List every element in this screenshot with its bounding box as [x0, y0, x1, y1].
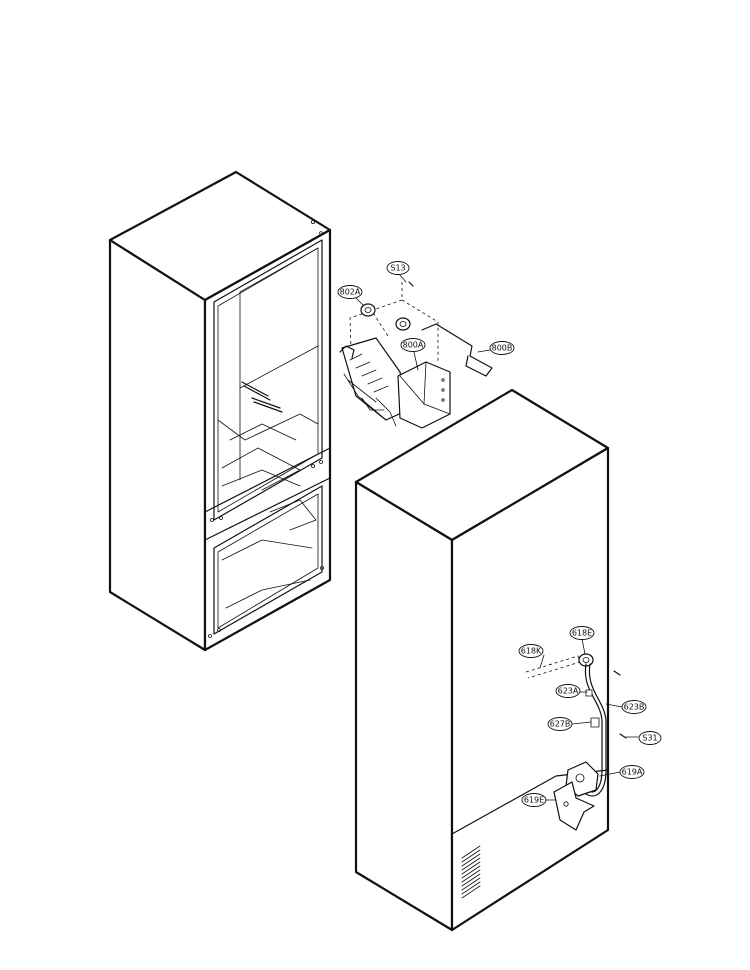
callout-label: 618K	[521, 647, 542, 656]
callout-label: S31	[642, 734, 657, 743]
callout-623a: 623A	[555, 684, 581, 698]
part-callouts: S13 802A 800A 800B 618E 618K 623A 623B	[337, 261, 662, 807]
callout-label: 623A	[558, 687, 579, 696]
refrigerator-cabinet-rear	[354, 388, 610, 932]
ice-maker-control-box	[397, 361, 451, 429]
shelf-rail	[241, 381, 271, 401]
callout-s13: S13	[386, 261, 410, 275]
callout-label: S13	[390, 264, 405, 273]
callout-800b: 800B	[489, 341, 515, 355]
callout-label: 623B	[624, 703, 645, 712]
screw-s31	[619, 733, 627, 739]
cabinet-front-frame	[203, 228, 332, 652]
callout-623b: 623B	[621, 700, 647, 714]
callout-618e: 618E	[569, 626, 595, 640]
callout-619a: 619A	[619, 765, 645, 779]
refrigerator-cabinet-front	[108, 170, 332, 652]
water-tube-623b	[584, 663, 603, 793]
cabinet-left-side	[108, 238, 207, 652]
clamp-623a	[585, 689, 593, 697]
screw-s13	[408, 281, 414, 287]
cabinet-mullion	[204, 447, 331, 541]
grommet-802a-second	[395, 317, 411, 331]
callout-800a: 800A	[400, 338, 426, 352]
valve-bracket-619e	[553, 781, 595, 831]
freezer-compartment-opening	[213, 485, 323, 635]
ice-maker-assembly	[339, 281, 493, 429]
callout-label: 802A	[340, 288, 361, 297]
callout-s31: S31	[638, 731, 662, 745]
frame-screw-holes	[208, 219, 324, 638]
side-vent-grille	[461, 845, 481, 899]
water-line-assembly	[525, 653, 627, 831]
callout-627b: 627B	[547, 717, 573, 731]
callout-802a: 802A	[337, 285, 363, 299]
grommet-802a	[360, 303, 376, 317]
callout-619e: 619E	[521, 793, 547, 807]
callout-label: 800A	[403, 341, 424, 350]
callout-label: 800B	[492, 344, 513, 353]
callout-label: 619E	[524, 796, 544, 805]
callout-label: 618E	[572, 629, 592, 638]
callout-label: 627B	[550, 720, 571, 729]
cabinet-rear-side	[354, 480, 454, 932]
wire-harness-800b	[421, 323, 493, 377]
clamp-627b	[590, 717, 600, 728]
callout-label: 619A	[622, 768, 643, 777]
fitting-618e	[578, 653, 594, 667]
callout-618k: 618K	[518, 644, 544, 658]
upper-compartment-opening	[213, 239, 323, 521]
